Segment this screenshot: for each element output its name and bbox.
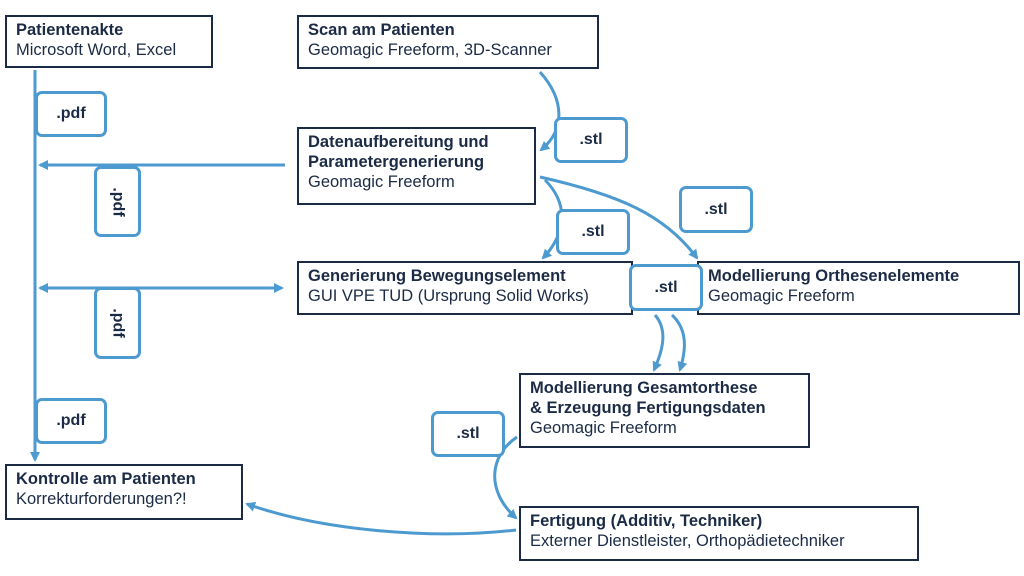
node-fertigung-title: Fertigung (Additiv, Techniker) (530, 512, 763, 530)
file-tag-stl: .stl (554, 117, 628, 163)
file-tag-pdf: .pdf (35, 398, 107, 444)
node-orthesenelemente-title: Modellierung Orthesenelemente (708, 267, 960, 285)
node-kontrolle-subtitle: Korrekturforderungen?! (16, 490, 187, 508)
arrow-bewegung-to-gesamt (652, 314, 665, 372)
node-kontrolle: Kontrolle am Patienten Korrekturforderun… (5, 464, 243, 520)
arrow-gesamt-to-fertigung (493, 435, 518, 520)
node-gesamtorthese-title: Modellierung Gesamtorthese & Erzeugung F… (530, 379, 766, 417)
file-tag-pdf-label: .pdf (109, 186, 127, 217)
arrow-orthesen-to-gesamt (670, 313, 688, 372)
node-scan: Scan am Patienten Geomagic Freeform, 3D-… (297, 15, 599, 69)
node-datenaufbereitung: Datenaufbereitung und Parametergenerieru… (297, 127, 536, 205)
node-bewegungselement-title: Generierung Bewegungselement (308, 267, 566, 285)
file-tag-pdf: .pdf (35, 91, 107, 137)
node-fertigung: Fertigung (Additiv, Techniker) Externer … (519, 506, 919, 561)
node-patientenakte: Patientenakte Microsoft Word, Excel (5, 15, 213, 68)
file-tag-stl-label: .stl (654, 278, 678, 296)
node-bewegungselement-subtitle: GUI VPE TUD (Ursprung Solid Works) (308, 287, 589, 305)
file-tag-pdf-label: .pdf (56, 412, 86, 429)
node-patientenakte-subtitle: Microsoft Word, Excel (16, 41, 177, 59)
file-tag-pdf-label: .pdf (109, 308, 127, 338)
arrow-scan-to-daten (538, 71, 561, 152)
arrow-daten-to-orthesen (539, 175, 699, 260)
file-tag-stl: .stl (556, 209, 630, 255)
node-scan-title: Scan am Patienten (308, 21, 455, 39)
file-tag-stl-label: .stl (581, 223, 605, 240)
node-kontrolle-title: Kontrolle am Patienten (16, 470, 196, 488)
node-gesamtorthese-subtitle: Geomagic Freeform (530, 419, 677, 437)
node-datenaufbereitung-subtitle: Geomagic Freeform (308, 173, 455, 191)
node-fertigung-subtitle: Externer Dienstleister, Orthopädietechni… (530, 532, 845, 550)
file-tag-stl-label: .stl (456, 425, 480, 442)
node-orthesenelemente-subtitle: Geomagic Freeform (708, 287, 855, 305)
node-datenaufbereitung-title: Datenaufbereitung und Parametergenerieru… (308, 133, 489, 171)
arrow-fertigung-to-kontrolle (245, 501, 517, 536)
file-tag-stl: .stl (431, 411, 505, 457)
node-patientenakte-title: Patientenakte (16, 21, 124, 39)
file-tag-pdf: .pdf (94, 287, 141, 359)
file-tag-stl-label: .stl (579, 131, 603, 148)
node-scan-subtitle: Geomagic Freeform, 3D-Scanner (308, 41, 552, 59)
file-tag-stl: .stl (679, 186, 753, 233)
file-tag-pdf-label: .pdf (56, 105, 86, 122)
node-bewegungselement: Generierung Bewegungselement GUI VPE TUD… (297, 261, 633, 315)
file-tag-stl: .stl (629, 264, 703, 311)
node-orthesenelemente: Modellierung Orthesenelemente Geomagic F… (697, 261, 1020, 315)
file-tag-pdf: .pdf (94, 166, 141, 237)
node-gesamtorthese: Modellierung Gesamtorthese & Erzeugung F… (519, 373, 810, 448)
file-tag-stl-label: .stl (704, 200, 728, 218)
